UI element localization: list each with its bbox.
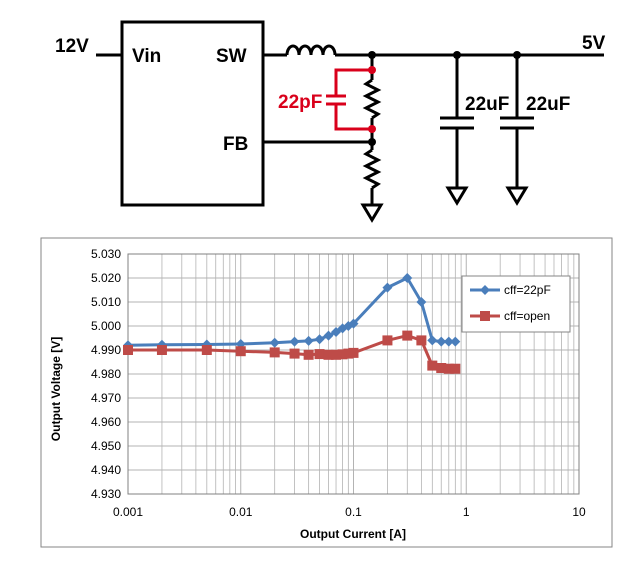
x-tick-label: 0.1 xyxy=(345,505,362,519)
pin-fb-label: FB xyxy=(223,134,248,155)
data-point-diamond xyxy=(427,335,438,346)
legend-label: cff=open xyxy=(504,309,550,323)
y-tick-label: 5.020 xyxy=(91,271,121,285)
inductor xyxy=(285,44,337,56)
y-tick-label: 4.970 xyxy=(91,391,121,405)
axis-tick-labels: 5.030 5.020 5.010 5.000 4.990 4.980 4.970 4.960… xyxy=(91,247,586,519)
data-point-square xyxy=(443,363,454,374)
series-cff=open xyxy=(123,330,461,374)
circuit-schematic xyxy=(96,20,604,223)
data-point-square xyxy=(382,335,393,346)
data-point-square xyxy=(303,349,314,360)
data-point-square xyxy=(480,311,490,321)
junction-dot xyxy=(368,51,376,59)
data-point-diamond xyxy=(331,327,342,337)
data-point-square xyxy=(289,348,300,359)
x-tick-label: 0.001 xyxy=(113,505,143,519)
legend: cff=22pF cff=open xyxy=(461,275,571,333)
data-point-diamond xyxy=(314,334,325,345)
data-point-square xyxy=(235,346,246,357)
data-point-square xyxy=(323,349,334,360)
output-voltage-label: 5V xyxy=(582,33,606,54)
ground-symbol-3 xyxy=(505,186,529,206)
data-point-diamond xyxy=(402,273,413,283)
junction-dot xyxy=(368,138,376,146)
cap2-label: 22uF xyxy=(526,94,570,115)
ground-symbol-2 xyxy=(445,186,469,206)
circuit-junctions xyxy=(368,51,521,146)
data-point-square xyxy=(337,349,348,360)
data-point-diamond xyxy=(382,282,393,293)
cap1-label: 22uF xyxy=(465,94,509,115)
data-point-square xyxy=(348,347,359,358)
x-axis-label: Output Current [A] xyxy=(300,527,406,541)
data-point-diamond xyxy=(436,336,447,347)
junction-dot xyxy=(453,51,461,59)
data-point-square xyxy=(156,345,167,355)
y-axis-label: Output Voltage [V] xyxy=(49,337,63,441)
data-series xyxy=(123,273,461,374)
feedforward-capacitor xyxy=(326,66,376,133)
legend-items: cff=22pF cff=open xyxy=(470,283,551,323)
x-tick-label: 0.01 xyxy=(229,505,253,519)
data-point-square xyxy=(314,349,325,360)
y-tick-label: 4.980 xyxy=(91,367,121,381)
y-tick-label: 4.940 xyxy=(91,463,121,477)
cff-wire-bottom xyxy=(334,104,372,131)
resistor-top xyxy=(362,78,382,120)
data-point-square xyxy=(269,347,280,358)
legend-entry: cff=open xyxy=(470,309,550,323)
data-point-square xyxy=(427,360,438,371)
data-point-diamond xyxy=(269,337,280,348)
cff-node-top xyxy=(368,66,376,74)
pin-sw-label: SW xyxy=(216,46,247,67)
cff-wire-top xyxy=(334,68,372,96)
input-voltage-label: 12V xyxy=(55,36,89,57)
legend-entry: cff=22pF xyxy=(470,283,551,297)
y-tick-label: 5.030 xyxy=(91,247,121,261)
data-point-diamond xyxy=(303,335,314,346)
cff-node-bottom xyxy=(368,125,376,133)
ground-symbol-1 xyxy=(360,203,384,223)
data-point-square xyxy=(331,349,342,360)
data-point-diamond xyxy=(480,285,490,295)
legend-box xyxy=(461,275,571,333)
data-point-square xyxy=(123,345,133,355)
pin-vin-label: Vin xyxy=(132,46,161,67)
series-cff=22pF xyxy=(123,273,461,351)
y-tick-label: 4.950 xyxy=(91,439,121,453)
data-point-square xyxy=(450,363,461,374)
data-point-diamond xyxy=(323,330,334,341)
y-tick-label: 4.960 xyxy=(91,415,121,429)
junction-dot xyxy=(513,51,521,59)
data-point-diamond xyxy=(289,336,300,347)
y-tick-label: 5.010 xyxy=(91,295,121,309)
data-point-square xyxy=(416,335,427,346)
data-point-square xyxy=(402,330,413,341)
data-point-diamond xyxy=(450,336,461,347)
y-tick-label: 4.930 xyxy=(91,487,121,501)
data-point-square xyxy=(201,345,212,355)
resistor-bottom xyxy=(362,148,382,190)
y-tick-label: 5.000 xyxy=(91,319,121,333)
data-point-square xyxy=(436,363,447,373)
data-point-diamond xyxy=(443,336,454,347)
legend-label: cff=22pF xyxy=(504,283,551,297)
data-point-square xyxy=(343,348,354,359)
y-tick-label: 4.990 xyxy=(91,343,121,357)
cff-label: 22pF xyxy=(278,92,322,113)
regulator-ic xyxy=(120,20,265,207)
plot-area xyxy=(127,253,580,495)
x-tick-label: 1 xyxy=(463,505,470,519)
series-line xyxy=(127,276,456,347)
data-point-diamond xyxy=(348,318,359,329)
data-point-diamond xyxy=(416,297,427,307)
x-tick-label: 10 xyxy=(572,505,586,519)
